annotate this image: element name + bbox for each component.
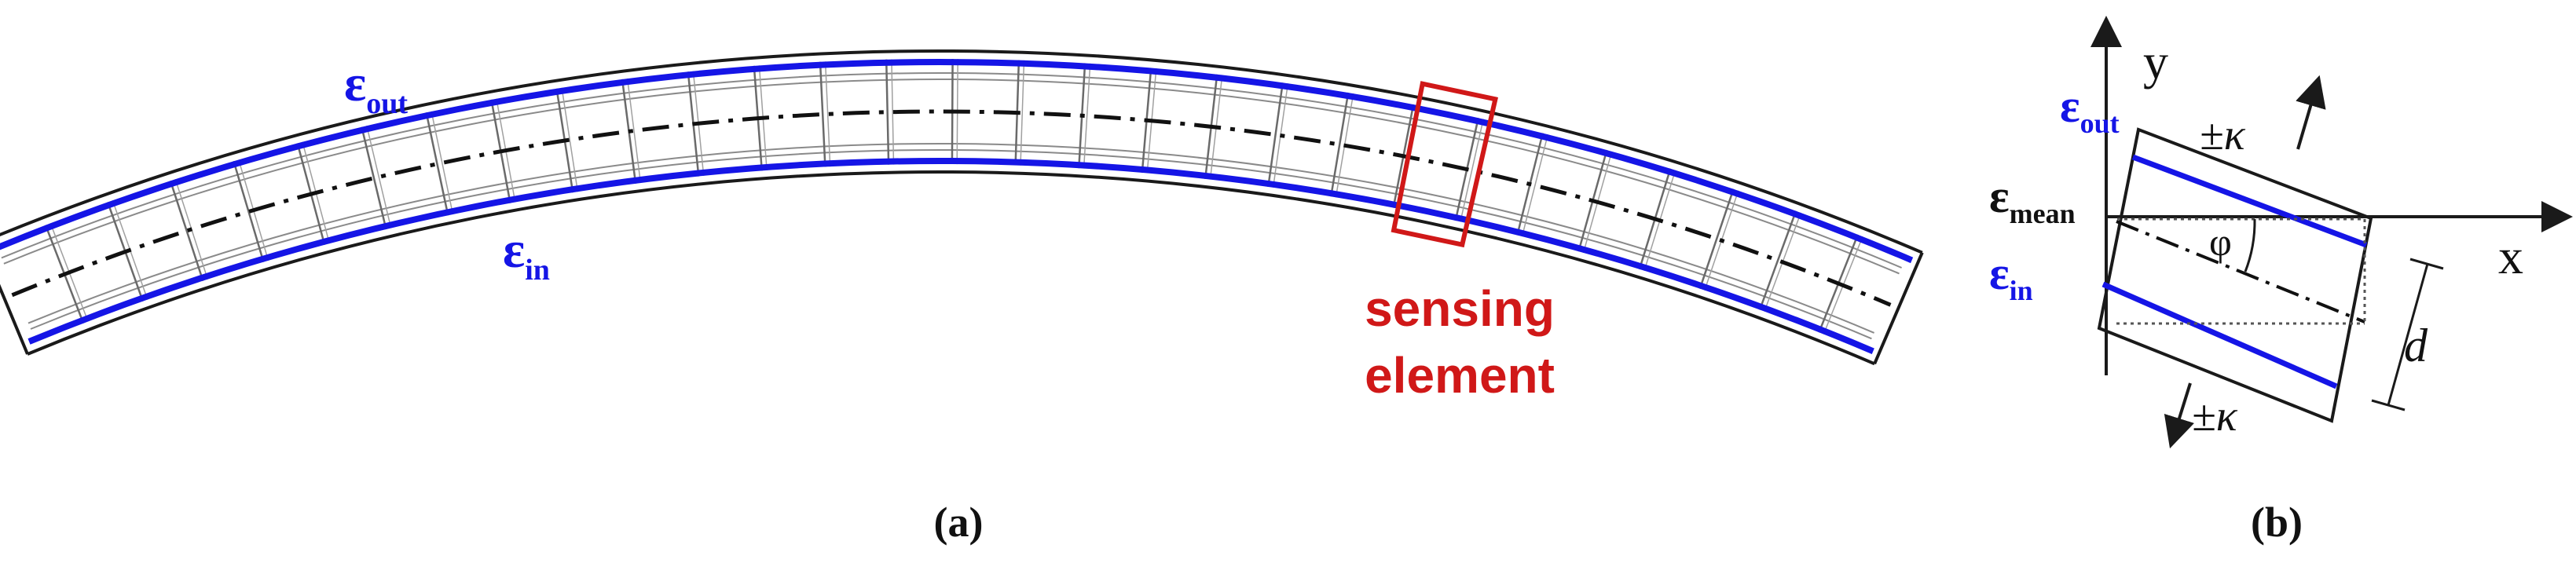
phi-angle-arc [2244, 218, 2256, 272]
thickness-dimension-line [2387, 263, 2429, 406]
beam-segment-divider-inner [1521, 134, 1549, 237]
beam-segment-divider [169, 180, 204, 282]
beam-segment-divider-inner [626, 78, 642, 184]
curvature-arrow-up [2296, 75, 2326, 150]
beam-segment-divider [425, 112, 449, 216]
sensing-element-box [1391, 81, 1499, 248]
beam-segment-divider [1267, 82, 1284, 188]
curvature-kappa-bottom-label: ±κ [2192, 392, 2238, 441]
beam-segment-divider-inner [824, 61, 831, 167]
beam-segment-divider-inner [1020, 60, 1025, 166]
beam-inner-edge [27, 170, 1875, 366]
eps-in-strain-line-b [2101, 281, 2338, 389]
eps-out-strain-line [0, 59, 1914, 264]
beam-segment-divider-inner [1460, 119, 1484, 222]
beam-segment-divider [1698, 188, 1735, 290]
beam-segment-divider [233, 160, 265, 263]
curvature-kappa-top-label: ±κ [2200, 111, 2246, 159]
eps-mean-dashdot-line [2116, 220, 2365, 324]
beam-outer-edge [0, 49, 1923, 254]
beam-segment-divider-inner [1083, 63, 1091, 169]
panel-a-curved-beam: εout εin sensing element (a) [0, 49, 1924, 546]
y-axis-label: y [2143, 34, 2168, 90]
beam-segment-divider [1758, 210, 1797, 310]
sensing-element-label-line2: element [1365, 347, 1555, 404]
beam-segment-divider [819, 61, 826, 167]
beam-segment-divider [1329, 92, 1350, 197]
beam-segment-divider-inner [431, 111, 454, 215]
caption-a: (a) [934, 499, 984, 546]
eps-out-strain-line-b [2131, 154, 2368, 248]
eps-in-label-b: εin [1989, 247, 2033, 306]
beam-segment-divider-inner [366, 125, 392, 228]
eps-in-strain-line [27, 157, 1874, 354]
eps-out-label-b: εout [2060, 80, 2120, 139]
beam-segment-divider [885, 59, 890, 165]
caption-b: (b) [2251, 499, 2303, 546]
thickness-d-label: d [2404, 320, 2428, 371]
beam-end-left [0, 283, 29, 355]
beam-end-right [1873, 251, 1924, 365]
rotated-element-outline [2097, 127, 2373, 423]
thickness-tick-top [2409, 258, 2444, 270]
panel-b-element-detail: y x εout εmean εin φ d ±κ ±κ (b) [1989, 16, 2573, 546]
beam-segment-divider-inner [561, 87, 579, 192]
neutral-axis-dashdot [11, 109, 1892, 307]
sensing-element-label-line1: sensing [1365, 280, 1555, 337]
curvature-arrow-down [2164, 382, 2195, 449]
thickness-tick-bottom [2371, 399, 2406, 411]
eps-out-label-a: εout [344, 55, 408, 120]
x-axis-label: x [2498, 228, 2523, 284]
eps-mean-label-b: εmean [1989, 170, 2076, 229]
beam-segment-divider [361, 126, 387, 230]
phi-angle-label: φ [2209, 220, 2232, 264]
beam-segment-divider-inner [891, 59, 895, 165]
eps-in-label-a: εin [503, 221, 550, 287]
